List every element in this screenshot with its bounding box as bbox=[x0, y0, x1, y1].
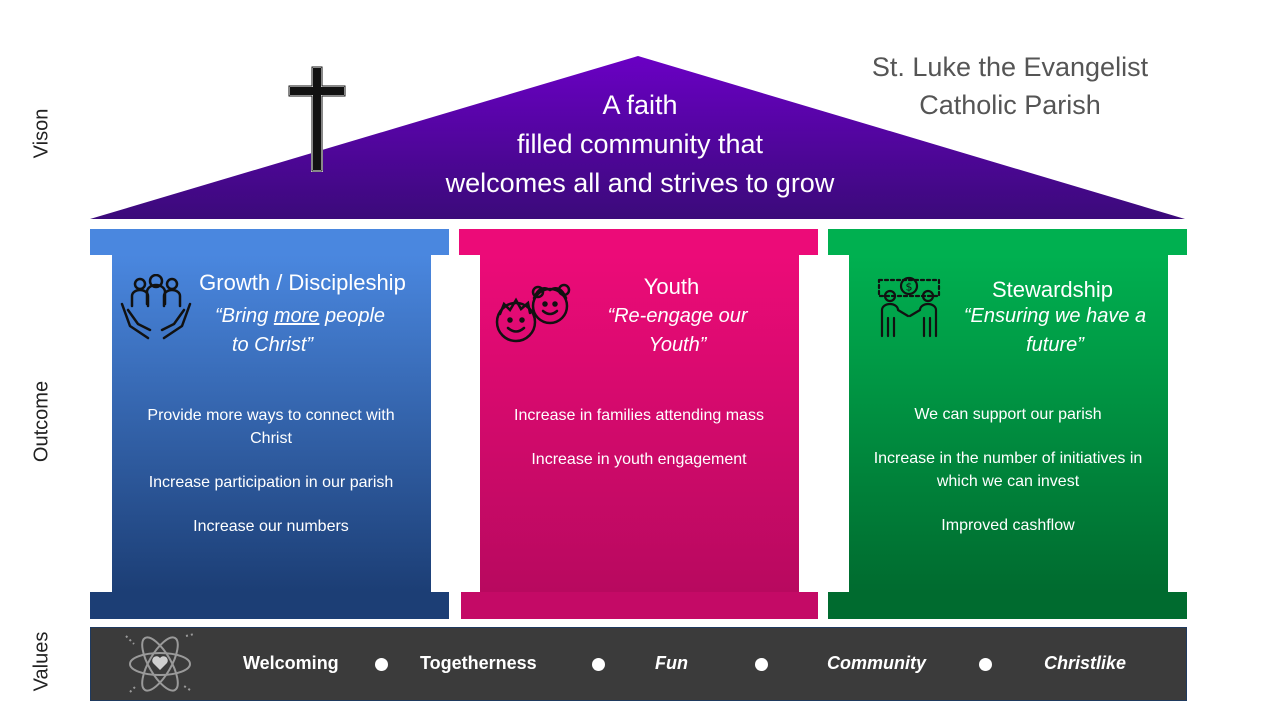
motto-pre: “Bring bbox=[214, 305, 274, 327]
vision-label: Vison bbox=[30, 108, 53, 159]
value-togetherness: Togetherness bbox=[420, 653, 537, 673]
value-welcoming: Welcoming bbox=[243, 653, 339, 673]
outcome-item: Increase participation in our parish bbox=[148, 474, 394, 491]
pillar-youth-title: Youth bbox=[643, 274, 700, 299]
value-separator-dot bbox=[979, 658, 992, 671]
children-faces-icon bbox=[495, 283, 571, 343]
vision-line-3: welcomes all and strives to grow bbox=[445, 168, 835, 198]
vision-roof bbox=[90, 56, 1185, 219]
pillar-youth-capital bbox=[459, 229, 818, 255]
pillar-stewardship-base bbox=[828, 592, 1187, 619]
motto-emphasis: more bbox=[273, 305, 320, 327]
vision-line-1: A faith bbox=[602, 90, 678, 120]
outcome-item: Increase our numbers bbox=[193, 518, 349, 535]
pillar-stewardship-title: Stewardship bbox=[991, 277, 1114, 302]
atom-heart-icon bbox=[125, 633, 195, 693]
pillar-stewardship-outcomes: We can support our parish Increase in th… bbox=[863, 403, 1153, 558]
money-handshake-icon: $ bbox=[877, 276, 941, 338]
pillar-stewardship-capital bbox=[828, 229, 1187, 255]
pillar-growth-outcomes: Provide more ways to connect with Christ… bbox=[125, 404, 417, 559]
value-separator-dot bbox=[755, 658, 768, 671]
motto-line-1: “Re-engage our bbox=[607, 305, 748, 327]
motto-line-2: future” bbox=[1026, 334, 1084, 356]
pillar-growth-motto: “Bring more people to Christ” bbox=[180, 302, 420, 360]
motto-line-1: “Ensuring we have a bbox=[963, 305, 1147, 327]
motto-line-2: Youth” bbox=[648, 334, 707, 356]
motto-line-2: to Christ” bbox=[231, 334, 314, 356]
parish-line-1: St. Luke the Evangelist bbox=[871, 52, 1149, 82]
outcome-item: Improved cashflow bbox=[941, 517, 1075, 534]
outcome-item: Provide more ways to connect with Christ bbox=[147, 407, 395, 447]
pillar-growth-base bbox=[90, 592, 449, 619]
value-separator-dot bbox=[592, 658, 605, 671]
vision-line-2: filled community that bbox=[516, 129, 764, 159]
pillar-youth-base bbox=[461, 592, 818, 619]
svg-text:$: $ bbox=[906, 281, 913, 294]
outcome-item: Increase in the number of initiatives in… bbox=[873, 450, 1143, 490]
motto-post: people bbox=[319, 305, 386, 327]
praying-hands-group-icon bbox=[120, 274, 192, 340]
value-christlike: Christlike bbox=[1044, 653, 1127, 673]
pillar-growth-column bbox=[112, 255, 431, 592]
value-separator-dot bbox=[375, 658, 388, 671]
pillar-stewardship-motto: “Ensuring we have a future” bbox=[950, 302, 1160, 360]
value-community: Community bbox=[827, 653, 926, 673]
outcome-label: Outcome bbox=[30, 380, 53, 463]
pillar-youth-motto: “Re-engage our Youth” bbox=[590, 302, 765, 360]
values-bar bbox=[90, 627, 1187, 701]
pillar-growth-capital bbox=[90, 229, 449, 255]
parish-line-2: Catholic Parish bbox=[919, 90, 1101, 120]
pillar-stewardship-column bbox=[849, 255, 1168, 592]
outcome-item: Increase in youth engagement bbox=[531, 451, 747, 468]
values-label: Values bbox=[30, 631, 53, 692]
pillar-youth-outcomes: Increase in families attending mass Incr… bbox=[494, 404, 784, 492]
outcome-item: Increase in families attending mass bbox=[514, 407, 764, 424]
pillar-growth-title: Growth / Discipleship bbox=[199, 270, 406, 295]
parish-name: St. Luke the Evangelist Catholic Parish bbox=[860, 48, 1160, 124]
vision-statement: A faith filled community that welcomes a… bbox=[340, 86, 940, 203]
cross-icon bbox=[288, 66, 346, 172]
value-fun: Fun bbox=[655, 653, 688, 673]
outcome-item: We can support our parish bbox=[914, 406, 1102, 423]
